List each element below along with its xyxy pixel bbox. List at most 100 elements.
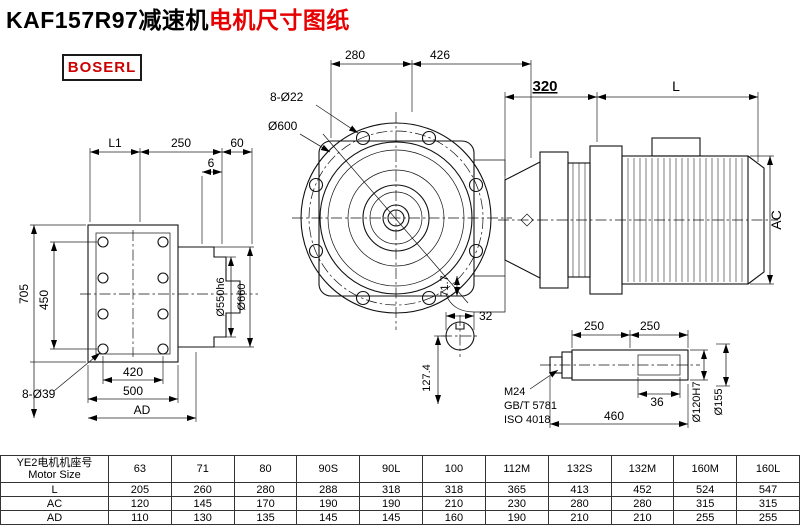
table-cell: 255 (673, 510, 738, 525)
dim-250-b: 250 (640, 319, 660, 333)
page-title: KAF157R97减速机电机尺寸图纸 (6, 1, 350, 35)
table-cell: 210 (422, 496, 486, 511)
label-8xd39: 8-Ø39 (22, 387, 56, 401)
dim-127-4: 127.4 (421, 364, 433, 392)
table-cell: 190 (296, 496, 361, 511)
fan-cowl (747, 155, 765, 285)
label-M24: M24 (504, 386, 525, 398)
dim-250-top: 250 (171, 136, 191, 150)
table-row-AD: AD 110 130 135 145 145 160 190 210 210 2… (0, 510, 800, 525)
table-header-row: YE2电机机座号 Motor Size 63 71 80 90S 90L 100… (0, 455, 800, 483)
table-cell: 260 (170, 482, 235, 497)
table-cell: 145 (359, 510, 424, 525)
table-cell: 315 (673, 496, 738, 511)
table-cell: 190 (484, 510, 549, 525)
table-cell: 280 (547, 496, 612, 511)
dim-32: 32 (479, 309, 493, 323)
keyway (637, 354, 681, 376)
table-cell: 547 (736, 482, 800, 497)
table-cell: 255 (736, 510, 800, 525)
dim-AD: AD (134, 403, 151, 417)
table-col-header: 63 (108, 455, 172, 483)
title-suffix: 电机尺寸图纸 (208, 7, 350, 33)
table-col-header: 90S (296, 455, 361, 483)
table-header-motor-size: YE2电机机座号 Motor Size (0, 455, 109, 483)
shaft-section: 32 127.4 (421, 309, 493, 404)
motor-view: 320 L AC (498, 78, 784, 295)
table-cell: 365 (484, 482, 549, 497)
brand-logo: BOSERL (62, 54, 142, 81)
table-cell: 160 (422, 510, 486, 525)
table-cell: 318 (422, 482, 486, 497)
table-cell: 145 (296, 510, 361, 525)
row-label: L (0, 482, 109, 497)
dim-60: 60 (230, 136, 244, 150)
dim-71-7: 71.7 (439, 275, 451, 296)
dim-L: L (672, 78, 680, 94)
table-row-L: L 205 260 280 288 318 318 365 413 452 52… (0, 482, 800, 497)
dim-120H7: Ø120H7 (691, 382, 703, 423)
front-view: Ø600 8-Ø22 280 426 71.7 (268, 48, 532, 330)
dim-705: 705 (17, 284, 31, 304)
shaft-view: 250 250 36 460 M24 GB/T 5781 ISO 4018 Ø1… (504, 319, 730, 428)
table-header-en: Motor Size (28, 469, 81, 481)
dim-550h6: Ø550h6 (215, 277, 227, 316)
dim-450: 450 (37, 290, 51, 310)
row-label: AD (0, 510, 109, 525)
table-cell: 205 (108, 482, 172, 497)
flange-plate (87, 224, 179, 363)
table-col-header: 71 (170, 455, 235, 483)
table-row-AC: AC 120 145 170 190 190 210 230 280 280 3… (0, 496, 800, 511)
table-cell: 280 (233, 482, 298, 497)
table-cell: 145 (170, 496, 235, 511)
table-cell: 170 (233, 496, 298, 511)
left-view: L1 250 60 6 705 450 420 500 AD 8-Ø39 (17, 136, 258, 422)
technical-drawing: L1 250 60 6 705 450 420 500 AD 8-Ø39 (17, 48, 784, 428)
table-cell: 120 (108, 496, 172, 511)
table-cell: 230 (484, 496, 549, 511)
table-cell: 135 (233, 510, 298, 525)
dim-420: 420 (123, 365, 143, 379)
table-col-header: 160M (673, 455, 738, 483)
table-cell: 110 (108, 510, 172, 525)
table-cell: 318 (359, 482, 424, 497)
table-cell: 315 (736, 496, 800, 511)
gearbox-housing-profile (178, 246, 241, 348)
motor-size-table: YE2电机机座号 Motor Size 63 71 80 90S 90L 100… (0, 455, 800, 525)
label-d600: Ø600 (268, 119, 298, 133)
label-iso4018: ISO 4018 (504, 414, 550, 426)
table-cell: 413 (547, 482, 612, 497)
table-col-header: 160L (736, 455, 800, 483)
table-col-header: 90L (359, 455, 424, 483)
row-label: AC (0, 496, 109, 511)
dim-460: 460 (604, 409, 624, 423)
dim-250-a: 250 (584, 319, 604, 333)
terminal-box (651, 137, 701, 157)
table-cell: 190 (359, 496, 424, 511)
table-cell: 288 (296, 482, 361, 497)
table-cell: 210 (610, 510, 675, 525)
table-header-cn: YE2电机机座号 (16, 457, 93, 469)
table-cell: 280 (610, 496, 675, 511)
square-flange (318, 140, 475, 297)
brand-logo-text: BOSERL (67, 59, 137, 76)
dim-6: 6 (208, 156, 215, 170)
dim-426: 426 (430, 48, 450, 62)
bolt-hole (97, 236, 109, 248)
table-col-header: 132S (547, 455, 612, 483)
table-cell: 452 (610, 482, 675, 497)
table-col-header: 80 (233, 455, 298, 483)
eye-bolt (520, 213, 534, 227)
dim-L1: L1 (108, 136, 122, 150)
label-gbt5781: GB/T 5781 (504, 400, 557, 412)
dim-36: 36 (650, 395, 664, 409)
dim-280: 280 (345, 48, 365, 62)
dim-500: 500 (123, 384, 143, 398)
label-8xd22: 8-Ø22 (270, 90, 304, 104)
table-col-header: 112M (484, 455, 549, 483)
dim-AC: AC (768, 210, 784, 229)
dim-660: Ø660 (236, 284, 248, 311)
dim-155: Ø155 (713, 389, 725, 416)
table-cell: 210 (547, 510, 612, 525)
